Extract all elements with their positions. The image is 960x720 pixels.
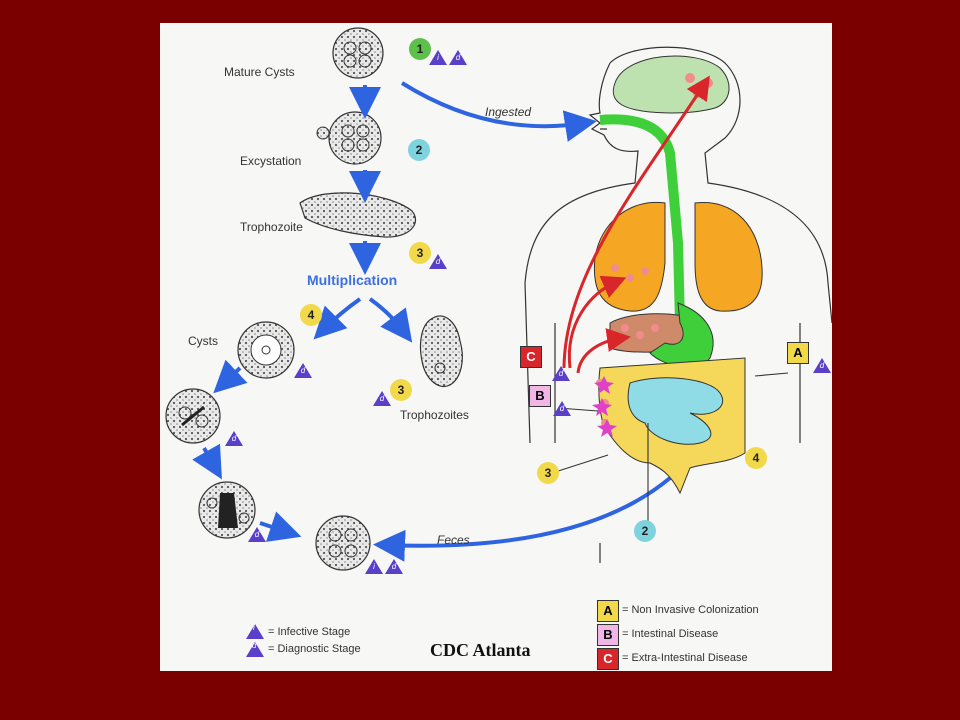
cyst-icon — [237, 321, 295, 379]
stage-1-badge: 1 — [409, 38, 431, 60]
intestinal-lesion-marks — [592, 376, 617, 437]
diagnostic-stage-icon: d — [225, 431, 243, 446]
credit-text: CDC Atlanta — [430, 640, 531, 660]
body-stage-4-badge: 4 — [745, 447, 767, 469]
diagnostic-stage-icon: d — [553, 401, 571, 416]
diagnostic-stage-icon: d — [552, 366, 570, 381]
cycle-arrows — [192, 81, 672, 562]
non-invasive-marker: A — [787, 342, 809, 364]
extra-intestinal-marker: C — [520, 346, 542, 368]
label-excystation: Excystation — [240, 154, 302, 168]
infective-stage-icon: i — [429, 50, 447, 65]
legend-diagnostic-stage: = Diagnostic Stage — [268, 643, 361, 655]
small-intestine-icon — [627, 377, 723, 445]
legend-b-square: B — [597, 624, 619, 646]
stage-3-badge: 3 — [409, 242, 431, 264]
diagnostic-stage-icon: d — [429, 254, 447, 269]
legend-infective-stage: = Infective Stage — [268, 626, 351, 638]
diagnostic-stage-icon: d — [813, 358, 831, 373]
mature-cyst-icon — [332, 27, 384, 79]
label-feces: Feces — [437, 533, 470, 547]
esophagus-icon — [599, 114, 685, 324]
excreted-cyst-icon — [315, 515, 371, 571]
diagnostic-stage-icon: d — [294, 363, 312, 378]
label-ingested: Ingested — [485, 105, 532, 119]
legend-intestinal-disease: = Intestinal Disease — [622, 628, 719, 640]
legend-c-square: C — [597, 648, 619, 670]
diagram-graphics — [165, 27, 832, 657]
legend-infective-letter: i — [253, 623, 255, 632]
label-multiplication: Multiplication — [307, 272, 398, 288]
infective-stage-icon: i — [365, 559, 383, 574]
label-trophozoite: Trophozoite — [240, 220, 303, 234]
trophozoite-icon — [299, 192, 417, 238]
legend-triangles — [246, 624, 264, 657]
body-stage-3-badge: 3 — [537, 462, 559, 484]
life-cycle-diagram: Mature Cysts Excystation Trophozoite Mul… — [160, 23, 832, 671]
diagnostic-stage-icon: d — [373, 391, 391, 406]
label-cysts: Cysts — [188, 334, 218, 348]
label-trophozoites: Trophozoites — [400, 408, 469, 422]
legend-non-invasive: = Non Invasive Colonization — [622, 604, 759, 616]
stage-4-badge: 4 — [300, 304, 322, 326]
legend-diagnostic-letter: d — [252, 641, 257, 650]
left-lung-icon — [593, 201, 666, 312]
diagnostic-stage-icon: d — [385, 559, 403, 574]
diagnostic-stage-icon: d — [248, 527, 266, 542]
legend-extra-intestinal: = Extra-Intestinal Disease — [622, 652, 748, 664]
diagnostic-stage-icon: d — [449, 50, 467, 65]
legend-a-square: A — [597, 600, 619, 622]
right-lung-icon — [694, 201, 763, 312]
excystation-cyst-icon — [316, 111, 382, 165]
label-mature-cysts: Mature Cysts — [224, 65, 295, 79]
body-stage-2-badge: 2 — [634, 520, 656, 542]
stage-3-trophozoites-badge: 3 — [390, 379, 412, 401]
extra-intestinal-arrows — [562, 75, 710, 374]
intestinal-disease-marker: B — [529, 385, 551, 407]
stage-2-badge: 2 — [408, 139, 430, 161]
quadrinucleate-cyst-icon — [198, 481, 256, 539]
binucleate-cyst-icon — [165, 388, 221, 444]
trophozoites-icon — [419, 315, 463, 387]
